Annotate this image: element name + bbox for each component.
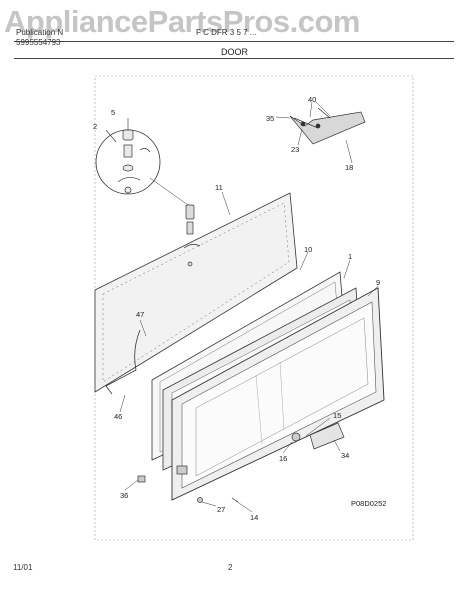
callout-11: 11: [215, 183, 223, 192]
page-number: 2: [228, 563, 233, 572]
callout-40: 40: [308, 95, 316, 104]
callout-47: 47: [136, 310, 144, 319]
callout-5: 5: [111, 108, 115, 117]
footer-date: 11/01: [13, 563, 33, 572]
callout-34: 34: [341, 451, 349, 460]
header-rule-top: [14, 41, 454, 42]
callout-labels: 5 2 40 35 23 18 11 10 1 9 47 46 15 16 34…: [93, 95, 386, 522]
outer-door-frame: [171, 287, 385, 501]
callout-23: 23: [291, 145, 299, 154]
callout-1: 1: [348, 252, 352, 261]
callout-16: 16: [279, 454, 287, 463]
callout-27: 27: [217, 505, 225, 514]
diagram-code: P08D0252: [351, 499, 386, 508]
callout-46: 46: [114, 412, 122, 421]
callout-2: 2: [93, 122, 97, 131]
lock-handle-detail: [289, 107, 366, 145]
callout-18: 18: [345, 163, 353, 172]
model-info: F C DFR 3 5 7 ...: [196, 28, 257, 37]
door-gasket: [94, 192, 298, 393]
publication-info: Publication N 5995554793: [16, 28, 63, 48]
header-rule-bottom: [14, 58, 454, 59]
callout-35: 35: [266, 114, 274, 123]
callout-10: 10: [304, 245, 312, 254]
hinge-assembly: [183, 204, 201, 267]
hinge-parts-detail: [117, 129, 151, 194]
publication-number: Publication N: [16, 28, 64, 37]
lock-parts: [137, 422, 345, 503]
callout-9: 9: [376, 278, 380, 287]
callout-14: 14: [250, 513, 258, 522]
watermark-logo: AppliancePartsPros.com: [4, 4, 360, 39]
leader-lines: [119, 191, 379, 513]
publication-code: 5995554793: [16, 38, 61, 47]
callout-15: 15: [333, 411, 341, 420]
section-title: DOOR: [221, 47, 248, 57]
callout-36: 36: [120, 491, 128, 500]
wire-harness: [105, 329, 141, 395]
